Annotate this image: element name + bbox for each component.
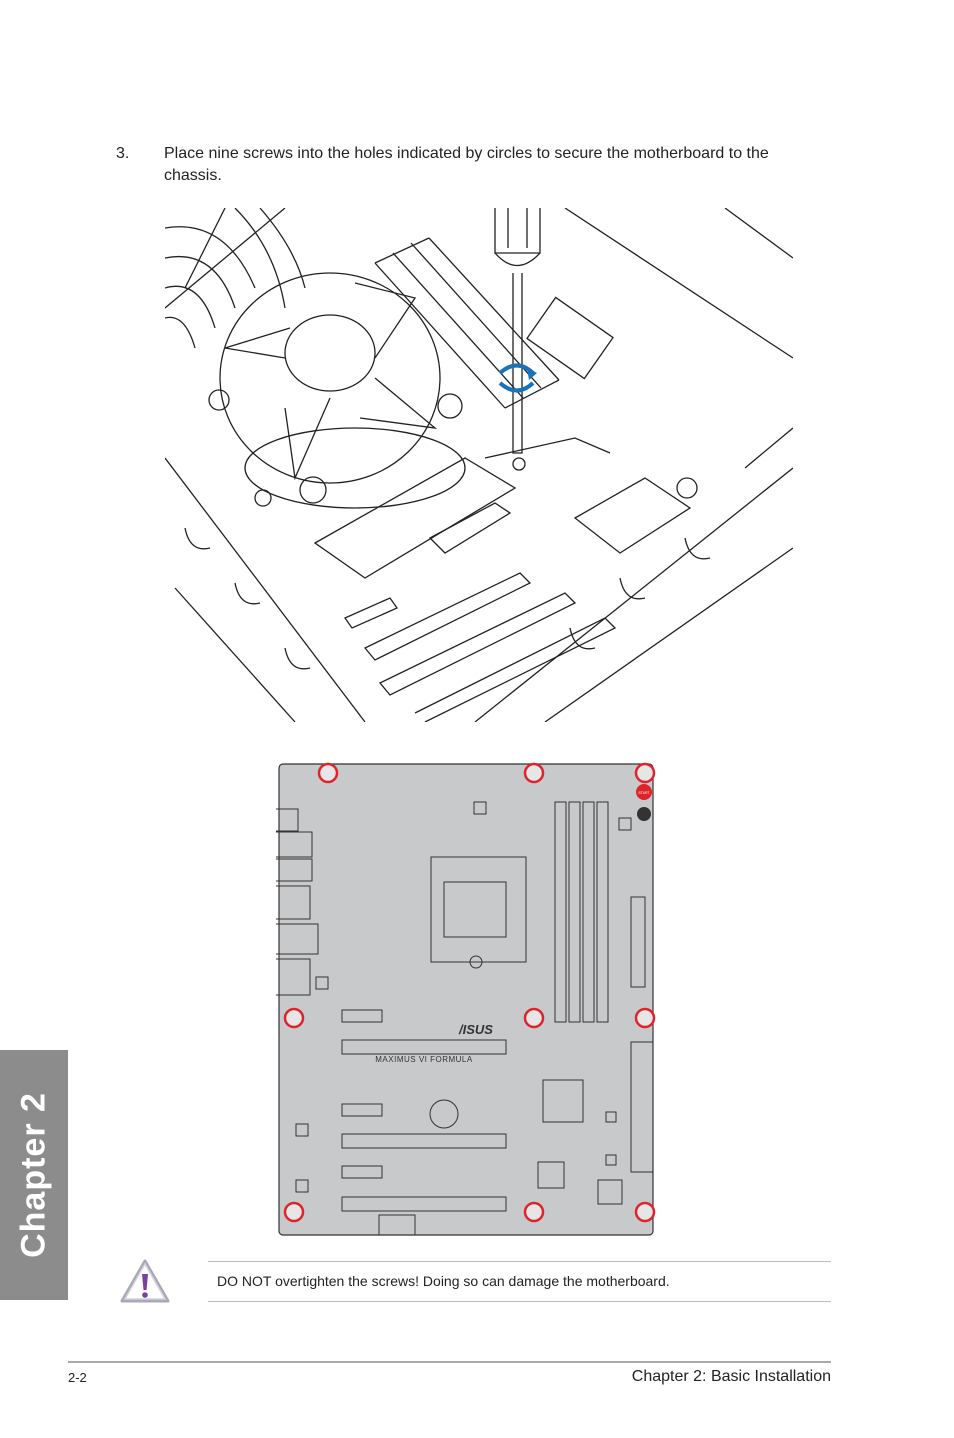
screw-hole-marker [523, 1007, 545, 1029]
step-number: 3. [116, 145, 130, 162]
screw-hole-marker [634, 762, 656, 784]
footer-chapter-title: Chapter 2: Basic Installation [631, 1368, 831, 1385]
note-top-divider [208, 1261, 831, 1262]
screw-hole-marker [283, 1201, 305, 1223]
start-button-label: START [638, 791, 650, 795]
board-brand-logo: /ISUS [458, 1022, 493, 1037]
screw-hole-marker [283, 1007, 305, 1029]
screw-hole-marker [634, 1007, 656, 1029]
footer-divider [68, 1361, 831, 1363]
warning-note-text: DO NOT overtighten the screws! Doing so … [217, 1273, 670, 1289]
reset-button [637, 807, 651, 821]
start-button [636, 784, 652, 800]
screw-hole-marker [523, 1201, 545, 1223]
screw-hole-marker [523, 762, 545, 784]
screw-hole-marker [634, 1201, 656, 1223]
page-number: 2-2 [68, 1370, 87, 1385]
installation-illustration [165, 208, 793, 722]
warning-triangle-icon [120, 1259, 170, 1303]
chapter-side-label: Chapter 2 [14, 1092, 53, 1258]
board-model: MAXIMUS VI FORMULA [375, 1055, 473, 1064]
step-text: Place nine screws into the holes indicat… [164, 145, 769, 184]
motherboard-diagram: /ISUS MAXIMUS VI FORMULA START [276, 762, 656, 1236]
screw-hole-marker [317, 762, 339, 784]
note-bottom-divider [208, 1301, 831, 1302]
chapter-side-tab: Chapter 2 [0, 1050, 68, 1300]
